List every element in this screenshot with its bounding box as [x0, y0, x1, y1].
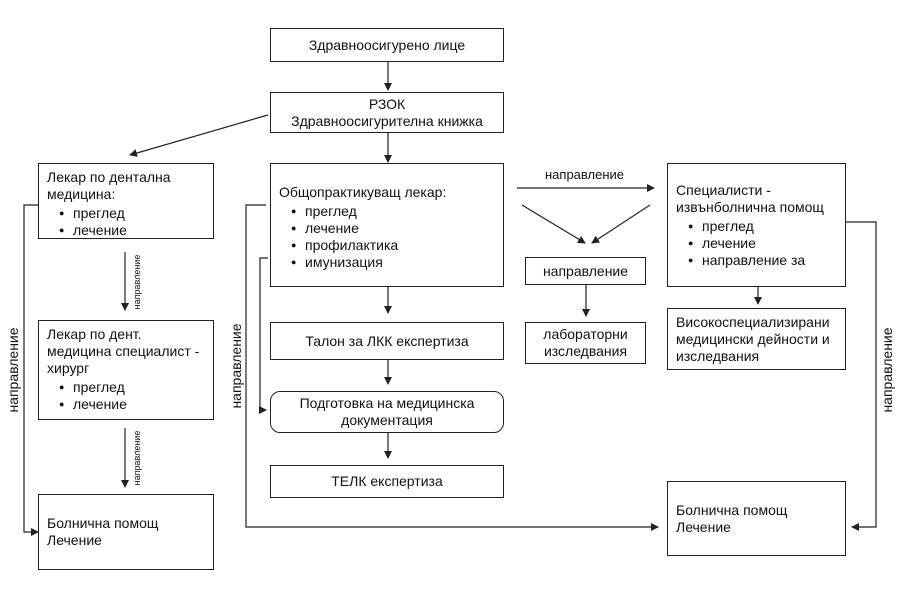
bracket-gp-hospital [245, 204, 659, 531]
lab-box: лабораторни изследвания [525, 322, 646, 364]
documentation-label: Подготовка на медицинска документация [299, 395, 475, 428]
referral-label-small-1: направление [132, 254, 142, 310]
high-spec-box: Високоспециализирани медицински дейности… [667, 308, 846, 370]
list-item: лечение [688, 235, 837, 252]
dental-doctor-title: Лекар по дентална медицина: [47, 169, 171, 202]
specialists-list: преглед лечение направление за [676, 218, 837, 269]
high-spec-label: Високоспециализирани медицински дейности… [676, 314, 830, 364]
list-item: имунизация [291, 254, 495, 271]
specialists-title: Специалисти - извънболнична помощ [676, 182, 824, 215]
telk-box: ТЕЛК експертиза [270, 465, 504, 498]
lkk-box: Талон за ЛКК експертиза [270, 322, 504, 360]
hospital-right-line2: Лечение [676, 519, 731, 535]
hospital-left-box: Болнична помощ Лечение [38, 494, 214, 570]
arrow-gp-referral [521, 204, 586, 244]
dental-surgeon-list: преглед лечение [47, 379, 205, 413]
list-item: лечение [291, 220, 495, 237]
referral-label-left: направление [5, 327, 21, 413]
arrow-rzok-dental [129, 114, 269, 157]
bracket-gp-doc [259, 257, 268, 414]
list-item: профилактика [291, 237, 495, 254]
telk-label: ТЕЛК експертиза [331, 473, 443, 489]
rzok-subtitle: Здравноосигурителна книжка [291, 112, 483, 129]
bracket-dental-hospital [23, 204, 39, 536]
hospital-left-line2: Лечение [47, 532, 102, 548]
gp-box: Общопрактикуващ лекар: преглед лечение п… [270, 163, 504, 287]
insured-person-label: Здравноосигурено лице [308, 36, 466, 53]
list-item: лечение [59, 222, 205, 239]
insured-person-box: Здравноосигурено лице [270, 28, 504, 62]
referral-label-gp: направление [228, 323, 244, 409]
dental-surgeon-box: Лекар по дент. медицина специалист - хир… [38, 320, 214, 420]
dental-doctor-box: Лекар по дентална медицина: преглед лече… [38, 163, 214, 239]
gp-title: Общопрактикуващ лекар: [279, 184, 447, 200]
hospital-right-box: Болнична помощ Лечение [667, 481, 846, 556]
dental-surgeon-title: Лекар по дент. медицина специалист - хир… [47, 326, 200, 376]
list-item: лечение [59, 396, 205, 413]
list-item: преглед [291, 203, 495, 220]
referral-label-top: направление [545, 167, 625, 182]
list-item: преглед [59, 379, 205, 396]
referral-box-label: направление [542, 262, 629, 279]
rzok-box: РЗОК Здравноосигурителна книжка [270, 92, 504, 133]
hospital-left-line1: Болнична помощ [47, 515, 159, 531]
lkk-label: Талон за ЛКК експертиза [305, 332, 469, 349]
specialists-box: Специалисти - извънболнична помощ прегле… [667, 163, 846, 287]
lab-label: лабораторни изследвания [543, 326, 628, 359]
referral-label-right: направление [879, 327, 895, 413]
list-item: преглед [688, 218, 837, 235]
arrow-specialists-referral [591, 204, 651, 244]
documentation-box: Подготовка на медицинска документация [270, 391, 504, 433]
list-item: преглед [59, 205, 205, 222]
referral-label-small-2: направление [132, 430, 142, 486]
bracket-specialists-hospital [846, 221, 877, 531]
list-item: направление за [688, 252, 837, 269]
referral-box: направление [525, 257, 646, 285]
gp-list: преглед лечение профилактика имунизация [279, 203, 495, 271]
dental-doctor-list: преглед лечение [47, 205, 205, 239]
hospital-right-line1: Болнична помощ [676, 502, 788, 518]
rzok-title: РЗОК [368, 95, 406, 112]
